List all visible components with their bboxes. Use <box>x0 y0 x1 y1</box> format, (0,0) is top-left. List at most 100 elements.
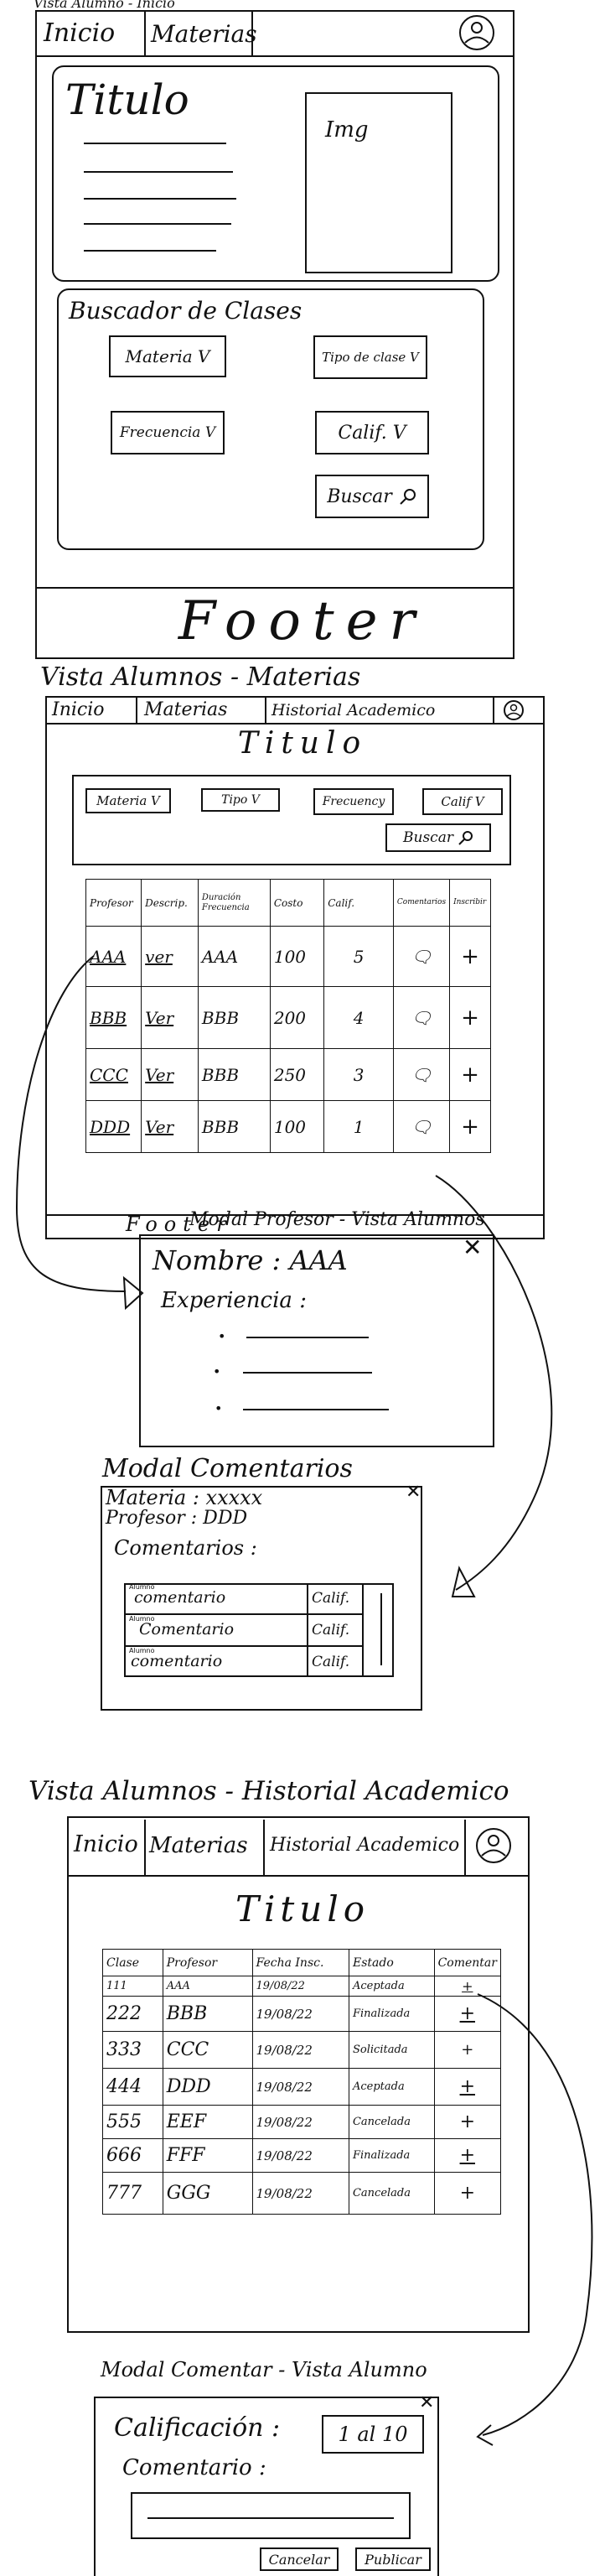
list-item: • <box>213 1363 221 1379</box>
descripcion-link[interactable]: ver <box>141 926 199 987</box>
publish-button[interactable]: Publicar <box>355 2547 431 2571</box>
comment-icon[interactable]: 🗨 <box>392 1100 451 1153</box>
clase-cell: 444 <box>102 2068 163 2106</box>
filter-tipo[interactable]: Tipo V <box>201 788 280 812</box>
table-row: 777 GGG 19/08/22 Cancelada + <box>102 2172 502 2215</box>
profesor-link[interactable]: CCC <box>85 1048 142 1101</box>
table-row: 666 FFF 19/08/22 Finalizada + <box>102 2138 502 2173</box>
add-icon[interactable]: + <box>449 1100 491 1153</box>
close-icon[interactable]: ✕ <box>419 2392 435 2413</box>
add-icon[interactable]: + <box>449 1048 491 1101</box>
filter-frecuencia[interactable]: Frecuencia V <box>111 411 225 454</box>
user-profile-icon[interactable] <box>456 13 498 52</box>
close-icon[interactable]: ✕ <box>463 1233 483 1261</box>
modal-comentarios-caption: Modal Comentarios <box>102 1454 353 1483</box>
filter-calificacion[interactable]: Calif. V <box>315 411 429 454</box>
screen2-footer: Footer <box>126 1213 233 1236</box>
fecha-cell: 19/08/22 <box>251 2138 349 2173</box>
historial-table: Clase Profesor Fecha Insc. Estado Coment… <box>102 1949 502 2215</box>
costo-cell: 100 <box>269 926 325 987</box>
table-row: 111 AAA 19/08/22 Aceptada + <box>102 1976 502 1997</box>
nav-inicio[interactable]: Inicio <box>74 1831 138 1857</box>
fecha-cell: 19/08/22 <box>251 2172 349 2215</box>
comment-add-icon[interactable]: + <box>433 1996 502 2032</box>
calif-cell: 3 <box>323 1048 394 1101</box>
user-profile-icon[interactable] <box>499 699 528 721</box>
estado-cell: Cancelada <box>348 2105 435 2139</box>
fecha-cell: 19/08/22 <box>251 1976 349 1997</box>
profesor-cell: AAA <box>162 1976 253 1997</box>
col-header: Estado <box>348 1949 435 1976</box>
col-header: Inscribir <box>449 879 491 927</box>
col-header: Clase <box>102 1949 163 1976</box>
descripcion-link[interactable]: Ver <box>141 1048 199 1101</box>
comment-add-icon[interactable]: + <box>433 2031 502 2069</box>
estado-cell: Finalizada <box>348 2138 435 2173</box>
descripcion-link[interactable]: Ver <box>141 986 199 1049</box>
modal-profesor-caption: Modal Profesor - Vista Alumnos <box>189 1209 485 1230</box>
add-icon[interactable]: + <box>449 926 491 987</box>
modal-comentar-caption: Modal Comentar - Vista Alumno <box>101 2358 427 2381</box>
filter-frecuencia[interactable]: Frecuency <box>313 788 394 815</box>
filter-materia[interactable]: Materia V <box>109 335 226 377</box>
fecha-cell: 19/08/22 <box>251 1996 349 2032</box>
search-button[interactable]: Buscar <box>385 823 491 852</box>
nav-materias[interactable]: Materias <box>144 699 228 720</box>
cancel-button[interactable]: Cancelar <box>260 2547 339 2571</box>
comentarios-materia: Materia : xxxxx <box>106 1486 263 1509</box>
hero-title: Titulo <box>65 75 189 124</box>
comment-icon[interactable]: 🗨 <box>392 1048 451 1101</box>
filter-tipo-clase[interactable]: Tipo de clase V <box>313 335 427 379</box>
costo-cell: 100 <box>269 1100 325 1153</box>
close-icon[interactable]: ✕ <box>406 1482 421 1503</box>
calificacion-input[interactable]: 1 al 10 <box>322 2415 424 2454</box>
nav-materias[interactable]: Materias <box>149 1833 248 1858</box>
comment-add-icon[interactable]: + <box>433 2172 502 2215</box>
comment-add-icon[interactable]: + <box>433 2138 502 2173</box>
descripcion-link[interactable]: Ver <box>141 1100 199 1153</box>
comment-add-icon[interactable]: + <box>433 2105 502 2139</box>
screen3-caption: Vista Alumnos - Historial Academico <box>28 1776 509 1806</box>
table-header-row: Profesor Descrip. Duración Frecuencia Co… <box>85 879 491 927</box>
nav-historial[interactable]: Historial Academico <box>271 701 436 719</box>
scrollbar[interactable] <box>380 1593 382 1665</box>
fecha-cell: 19/08/22 <box>251 2031 349 2069</box>
comentario-label: Comentario : <box>122 2455 266 2480</box>
filter-calificacion[interactable]: Calif V <box>422 788 503 815</box>
filter-materia[interactable]: Materia V <box>85 788 171 813</box>
comment-user: Alumno <box>129 1615 155 1623</box>
screen1-frame <box>35 10 515 659</box>
search-section <box>57 288 484 550</box>
screen2-title: Titulo <box>237 726 368 761</box>
table-row: BBB Ver BBB 200 4 🗨 + <box>85 986 491 1049</box>
comment-add-icon[interactable]: + <box>433 1976 502 1997</box>
comentario-textarea[interactable] <box>131 2492 411 2539</box>
clase-cell: 333 <box>102 2031 163 2069</box>
comment-add-icon[interactable]: + <box>433 2068 502 2106</box>
costo-cell: 250 <box>269 1048 325 1101</box>
col-header: Comentarios <box>392 879 451 927</box>
estado-cell: Aceptada <box>348 1976 435 1997</box>
hero-image <box>305 92 452 273</box>
comment-calif: Calif. <box>312 1654 350 1670</box>
nav-materias[interactable]: Materias <box>151 20 257 48</box>
add-icon[interactable]: + <box>449 986 491 1049</box>
profesor-link[interactable]: DDD <box>85 1100 142 1153</box>
hero-image-label: Img <box>325 117 369 143</box>
search-button[interactable]: Buscar <box>315 475 429 518</box>
search-button-label: Buscar <box>327 486 392 507</box>
costo-cell: 200 <box>269 986 325 1049</box>
duracion-cell: BBB <box>197 1048 271 1101</box>
nav-historial[interactable]: Historial Academico <box>270 1835 460 1856</box>
profesor-link[interactable]: AAA <box>85 926 142 987</box>
nav-inicio[interactable]: Inicio <box>52 699 105 720</box>
comment-text: Comentario <box>139 1620 235 1639</box>
estado-cell: Finalizada <box>348 1996 435 2032</box>
nav-inicio[interactable]: Inicio <box>44 18 116 48</box>
comment-icon[interactable]: 🗨 <box>392 986 451 1049</box>
table-row: AAA ver AAA 100 5 🗨 + <box>85 926 491 987</box>
user-profile-icon[interactable] <box>473 1826 515 1865</box>
comment-icon[interactable]: 🗨 <box>392 926 451 987</box>
calif-cell: 5 <box>323 926 394 987</box>
profesor-link[interactable]: BBB <box>85 986 142 1049</box>
